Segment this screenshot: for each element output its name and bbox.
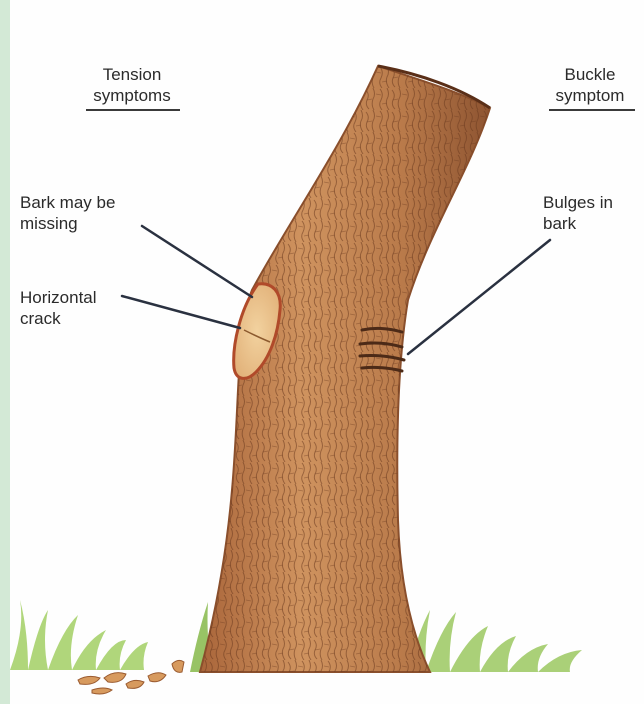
tension-heading-line2: symptoms <box>78 85 186 106</box>
label-bark-missing-line1: Bark may be <box>20 192 115 213</box>
label-bark-missing-line2: missing <box>20 213 115 234</box>
buckle-heading-line2: symptom <box>540 85 640 106</box>
tension-underline <box>86 109 180 111</box>
buckle-heading: Buckle symptom <box>540 64 640 106</box>
tension-heading: Tension symptoms <box>78 64 186 106</box>
buckle-heading-line1: Buckle <box>540 64 640 85</box>
label-bulges-line1: Bulges in <box>543 192 613 213</box>
label-bulges-line2: bark <box>543 213 613 234</box>
label-horizontal-crack: Horizontal crack <box>20 287 97 329</box>
label-horizontal-crack-line1: Horizontal <box>20 287 97 308</box>
buckle-underline <box>549 109 635 111</box>
label-horizontal-crack-line2: crack <box>20 308 97 329</box>
label-bark-missing: Bark may be missing <box>20 192 115 234</box>
tension-heading-line1: Tension <box>78 64 186 85</box>
label-bulges: Bulges in bark <box>543 192 613 234</box>
